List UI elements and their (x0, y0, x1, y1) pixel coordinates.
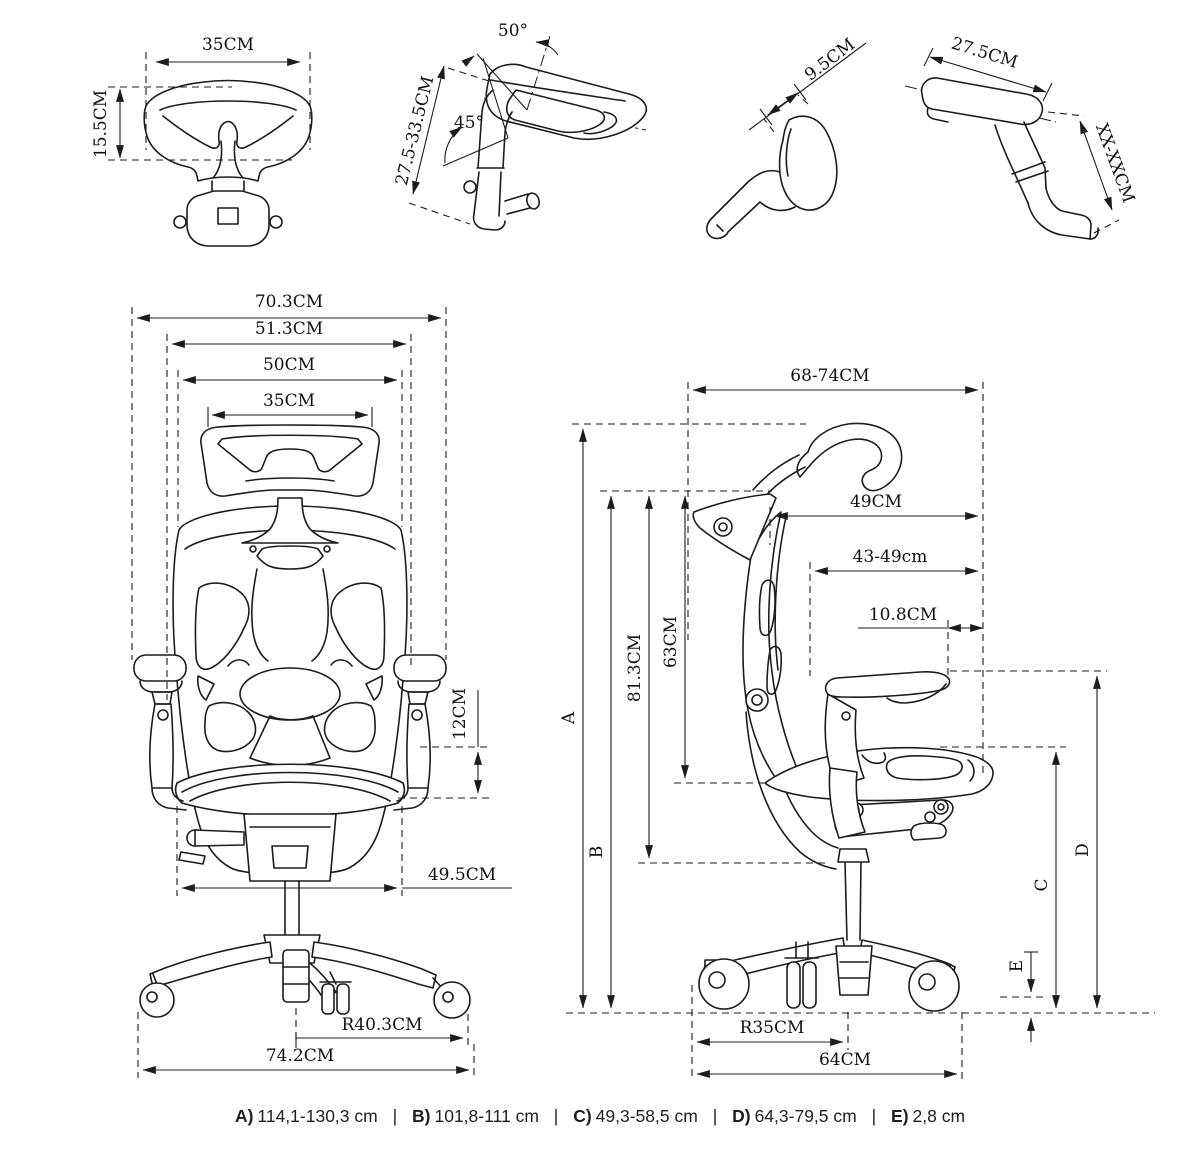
armrest-pad-length-label: 27.5CM (949, 34, 1020, 73)
front-armrest-span-label: 49.5CM (428, 865, 496, 885)
dim-headrest-width: 35CM (145, 35, 311, 150)
dim-side-seat-depth: 43-49cm (809, 547, 979, 676)
front-overall-width-label: 70.3CM (255, 292, 323, 312)
dim-armrest-height-range: 27.5-33.5CM (392, 65, 493, 225)
dim-front-backrest-width: 50CM (177, 355, 403, 527)
armrest-side-outline (904, 77, 1099, 240)
legend-separator: | (392, 1106, 398, 1126)
figure-armrest-side: 27.5CM XX-XXCM (904, 34, 1138, 240)
dim-headrest-height: 15.5CM (91, 86, 292, 161)
dim-side-overall-depth: 68-74CM (687, 366, 984, 777)
armrest-height-range-label: 27.5-33.5CM (392, 74, 438, 187)
legend-value-a: 114,1-130,3 cm (257, 1106, 378, 1126)
figure-chair-side: 68-74CM 49CM 43-49cm 10.8CM A B (559, 366, 1155, 1082)
legend-item: A)114,1-130,3 cm (235, 1106, 378, 1126)
front-armrest-left (133, 654, 187, 811)
front-headrest-width-label: 35CM (263, 391, 315, 411)
side-dim-a-label: A (559, 711, 579, 725)
legend-item: C)49,3-58,5 cm (573, 1106, 698, 1126)
figure-chair-front: 70.3CM 51.3CM 50CM 35CM 12CM (131, 292, 512, 1078)
front-base-radius-label: R40.3CM (341, 1015, 422, 1035)
front-armrest-right (393, 654, 447, 811)
legend-value-e: 2,8 cm (912, 1106, 966, 1126)
legend-key-b: B) (412, 1106, 431, 1126)
dim-front-base-width: 74.2CM (137, 1012, 475, 1078)
dim-side-back-to-front: 49CM (769, 492, 979, 545)
dim-front-headrest-width: 35CM (207, 391, 373, 427)
legend-value-b: 101,8-111 cm (434, 1106, 539, 1126)
dim-side-height-b: B (587, 490, 772, 1009)
dim-front-overall-width: 70.3CM (131, 292, 447, 660)
dim-side-back-height: 81.3CM (625, 495, 830, 864)
dim-side-height-d: D (950, 670, 1107, 1009)
front-base-width-label: 74.2CM (266, 1046, 334, 1066)
headrest-width-label: 35CM (202, 35, 254, 55)
side-overall-depth-label: 68-74CM (790, 366, 869, 386)
armrest-back-outline (706, 115, 838, 240)
side-back-to-front-label: 49CM (850, 492, 902, 512)
legend-item: D)64,3-79,5 cm (732, 1106, 857, 1126)
figure-armrest-tilt: 50° 45° 27.5-33.5CM (392, 21, 648, 231)
side-dim-b-label: B (587, 846, 607, 859)
front-backrest-width-label: 50CM (263, 355, 315, 375)
armrest-pivot-angle-label: 50° (498, 21, 528, 41)
side-dim-c-label: C (1032, 878, 1052, 891)
dim-front-armrest-span: 49.5CM (176, 806, 512, 896)
legend-key-d: D) (732, 1106, 751, 1126)
legend-key-e: E) (891, 1106, 909, 1126)
side-back-mesh-height-label: 63CM (661, 616, 681, 668)
armrest-pad-width-label: 9.5CM (801, 35, 859, 86)
legend-item: B)101,8-111 cm (412, 1106, 539, 1126)
side-dim-e-label: E (1007, 960, 1027, 972)
dim-side-base-radius: R35CM (691, 985, 849, 1080)
dim-side-back-mesh-height: 63CM (661, 495, 764, 784)
dim-side-base-depth: 64CM (696, 1012, 963, 1082)
side-dim-d-label: D (1073, 843, 1093, 857)
dim-armrest-lift-range: XX-XXCM (1047, 111, 1138, 234)
legend-value-d: 64,3-79,5 cm (754, 1106, 857, 1126)
chair-side-outline (692, 422, 994, 1012)
side-back-height-label: 81.3CM (625, 634, 645, 702)
armrest-swivel-angle-label: 45° (454, 113, 484, 133)
front-armrest-adjust-label: 12CM (450, 688, 470, 740)
dim-side-height-c: C (940, 746, 1066, 1009)
legend-separator: | (712, 1106, 718, 1126)
legend-separator: | (553, 1106, 559, 1126)
side-seat-depth-label: 43-49cm (853, 547, 928, 567)
dim-armrest-pivot-angle: 50° (461, 21, 559, 111)
headrest-outline (143, 79, 313, 247)
dim-armrest-swivel-angle: 45° (442, 57, 509, 167)
chair-front-outline (133, 424, 471, 1019)
legend-value-c: 49,3-58,5 cm (595, 1106, 698, 1126)
armrest-tilt-outline (463, 63, 648, 231)
diagram-svg: 35CM 15.5CM (91, 21, 1155, 1082)
side-back-offset-label: 10.8CM (869, 605, 937, 625)
dim-front-backrest-outer-width: 51.3CM (166, 319, 412, 700)
dim-front-armrest-adjust: 12CM (398, 688, 492, 799)
dim-side-back-offset: 10.8CM (858, 605, 984, 675)
dim-side-height-e: E (1000, 951, 1048, 1042)
headrest-height-label: 15.5CM (91, 90, 111, 158)
figure-headrest-front: 35CM 15.5CM (91, 35, 313, 247)
side-base-depth-label: 64CM (819, 1050, 871, 1070)
figure-armrest-back: 9.5CM (706, 35, 867, 240)
front-backrest-outer-width-label: 51.3CM (255, 319, 323, 339)
legend-separator: | (871, 1106, 877, 1126)
dim-side-height-a: A (559, 423, 806, 1009)
side-base-radius-label: R35CM (740, 1018, 805, 1038)
legend-item: E)2,8 cm (891, 1106, 965, 1126)
armrest-lift-range-label: XX-XXCM (1091, 121, 1138, 206)
dim-front-base-radius: R40.3CM (295, 1008, 469, 1048)
legend: A)114,1-130,3 cm | B)101,8-111 cm | C)49… (0, 1106, 1200, 1127)
legend-key-a: A) (234, 1106, 254, 1126)
legend-key-c: C) (573, 1106, 592, 1126)
